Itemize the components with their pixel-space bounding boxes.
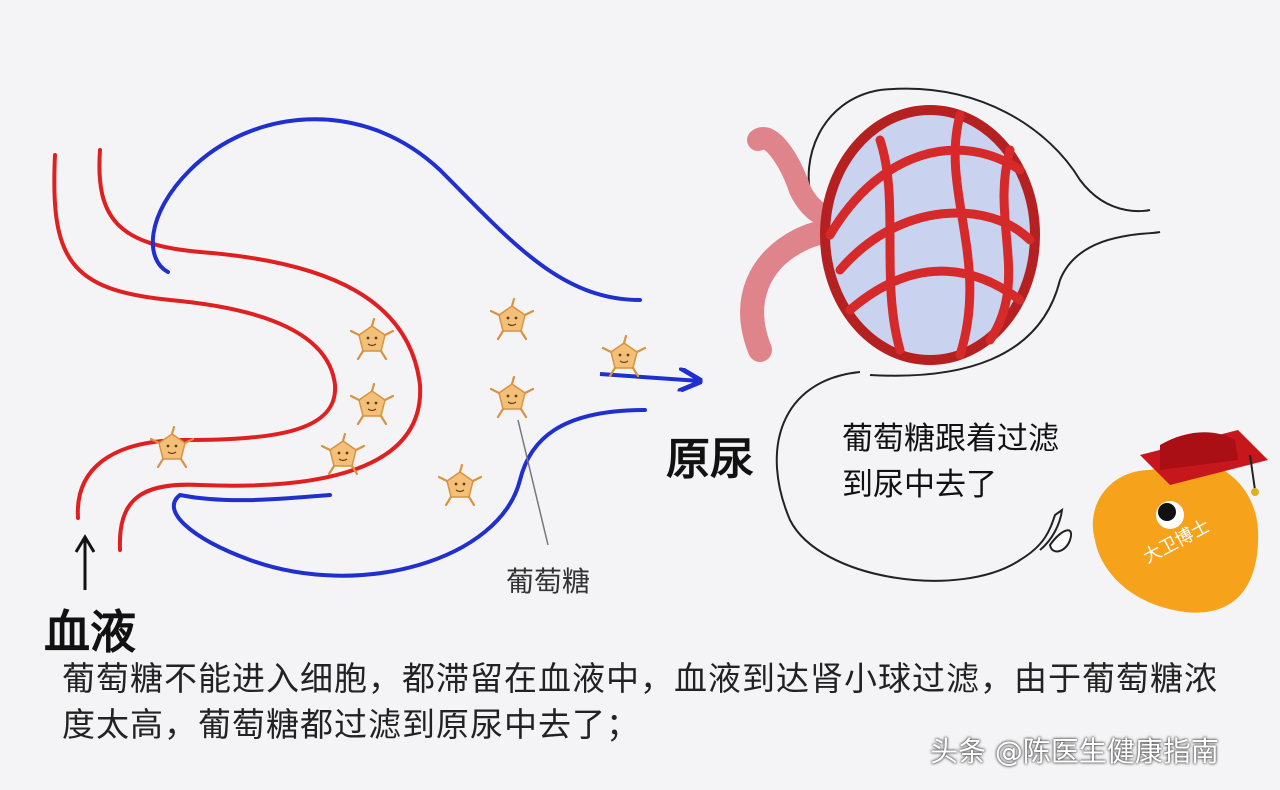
filtration-arrow (599, 374, 700, 381)
speech-bubble-text: 葡萄糖跟着过滤到尿中去了 (842, 421, 1059, 503)
bowman-capsule (150, 117, 647, 578)
speech-bubble-tail (1048, 529, 1073, 553)
mascot-character (1092, 430, 1268, 613)
watermark: 头条 @陈医生健康指南 (930, 735, 1219, 768)
glucose-pointer-line (517, 419, 549, 546)
glomerulus (740, 87, 1161, 377)
speech-bubble (775, 371, 1064, 582)
primary-urine-label: 原尿 (666, 434, 754, 485)
blood-label: 血液 (44, 605, 136, 659)
blood-flow-arrowhead (74, 534, 96, 553)
glucose-label: 葡萄糖 (506, 565, 591, 598)
caption-text: 葡萄糖不能进入细胞，都滞留在血液中，血液到达肾小球过滤，由于葡萄糖浓度太高，葡萄… (62, 659, 1218, 744)
